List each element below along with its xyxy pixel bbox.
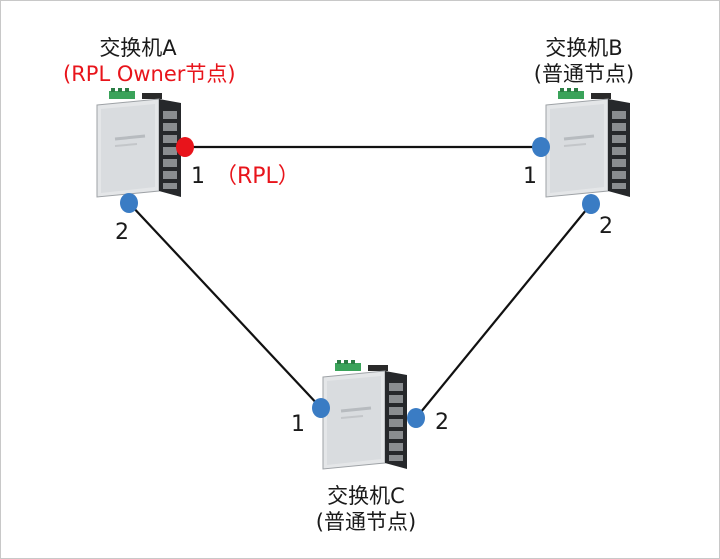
port-c2-label: 2 bbox=[435, 410, 449, 435]
port-b1-label: 1 bbox=[523, 164, 537, 189]
switch-b-role: (普通节点) bbox=[533, 62, 635, 86]
switch-a-label: 交换机A (RPL Owner节点) bbox=[63, 35, 236, 87]
port-a2-label: 2 bbox=[115, 220, 129, 245]
switch-b-label: 交换机B (普通节点) bbox=[509, 35, 659, 87]
rpl-port-tag: （RPL） bbox=[215, 164, 300, 189]
link-a-c bbox=[128, 202, 322, 409]
port-b2-dot[interactable] bbox=[582, 194, 600, 214]
port-c2-dot[interactable] bbox=[407, 408, 425, 428]
switch-b-icon[interactable] bbox=[544, 86, 632, 199]
port-c1-label: 1 bbox=[291, 412, 305, 437]
port-a2-dot[interactable] bbox=[120, 193, 138, 213]
switch-a-role: (RPL Owner节点) bbox=[63, 62, 236, 86]
switch-c-role: (普通节点) bbox=[315, 510, 417, 534]
switch-c-label: 交换机C (普通节点) bbox=[291, 483, 441, 535]
switch-c-icon[interactable] bbox=[321, 358, 409, 471]
switch-b-name: 交换机B bbox=[545, 36, 623, 60]
port-a1-label: 1 （RPL） bbox=[191, 165, 300, 189]
port-c1-dot[interactable] bbox=[312, 398, 330, 418]
switch-a-icon[interactable] bbox=[95, 86, 183, 199]
link-b-c bbox=[415, 203, 592, 419]
switch-a-name: 交换机A bbox=[99, 36, 177, 60]
port-a1-number: 1 bbox=[191, 164, 205, 189]
port-b1-dot[interactable] bbox=[532, 137, 550, 157]
port-b2-label: 2 bbox=[599, 214, 613, 239]
port-a1-rpl-dot[interactable] bbox=[176, 137, 194, 157]
switch-c-name: 交换机C bbox=[327, 484, 405, 508]
